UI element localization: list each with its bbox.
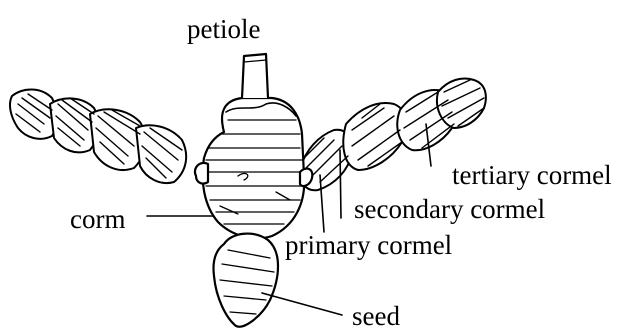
seed-piece [213, 234, 278, 327]
primary-cormel-label: primary cormel [285, 232, 452, 259]
corm-label: corm [70, 206, 125, 233]
secondary-cormel-label: secondary cormel [354, 196, 545, 223]
seed-leader-line [262, 293, 342, 315]
tertiary-cormel-label: tertiary cormel [452, 162, 612, 189]
corm-body [195, 98, 312, 238]
left-cormel-chain [10, 90, 186, 184]
petiole-label: petiole [187, 16, 260, 43]
secondary-cormel-leader-line [340, 150, 341, 218]
seed-label: seed [352, 303, 400, 330]
